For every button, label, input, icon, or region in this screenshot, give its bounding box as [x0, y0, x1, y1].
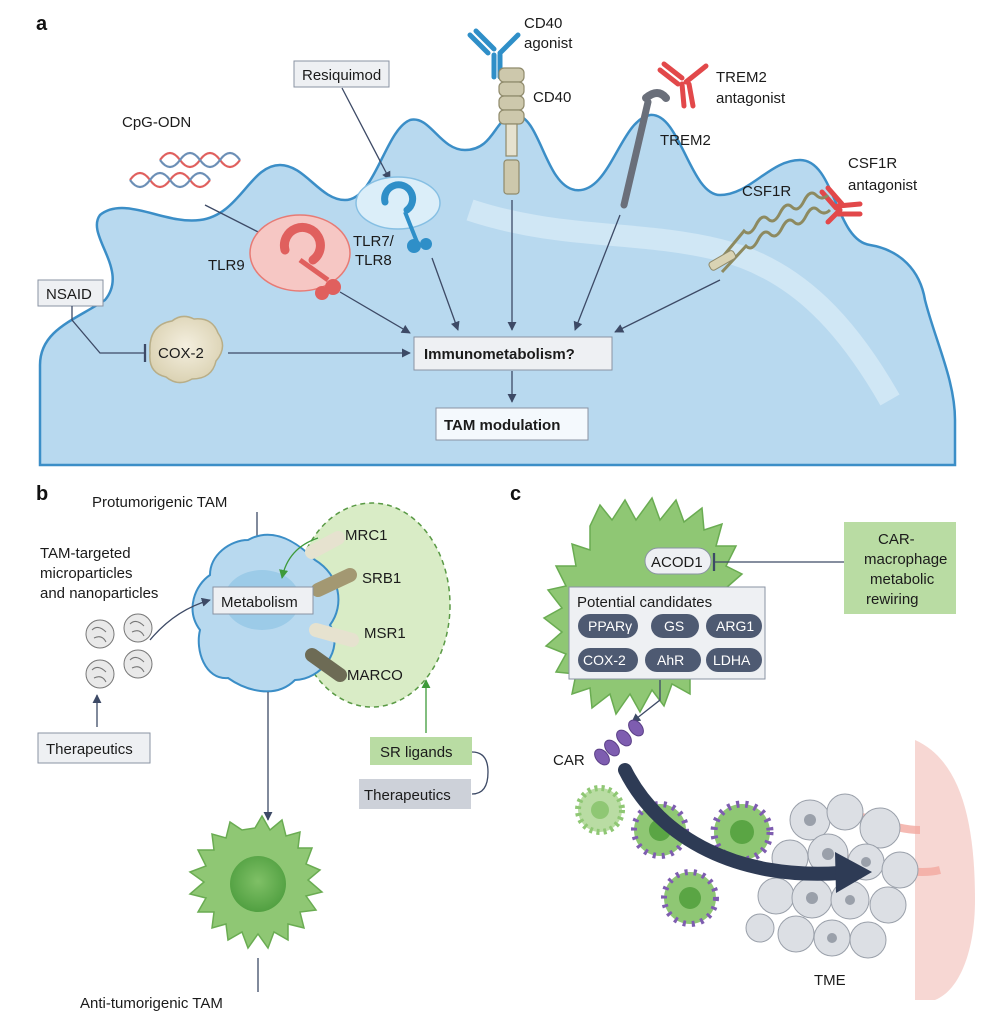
nsaid-box [37, 279, 104, 307]
metabolism-label: Metabolism [221, 594, 298, 611]
cox2-label: COX-2 [158, 345, 204, 362]
therapeutics-left-label: Therapeutics [46, 741, 133, 758]
trem2-label: TREM2 [660, 132, 711, 149]
tlr78-label-2: TLR8 [355, 252, 392, 269]
tumour-nuclei [804, 814, 871, 943]
candidate-pills [578, 614, 762, 672]
blood-vessel [915, 740, 975, 1000]
receptor-msr1: MSR1 [364, 625, 406, 642]
tam-modulation-label: TAM modulation [444, 417, 560, 434]
antitumorigenic-tam-nucleus [230, 856, 286, 912]
candidate-cox2: COX-2 [583, 652, 626, 668]
car-macrophage-small-3 [710, 800, 774, 864]
csf1r-label: CSF1R [742, 183, 791, 200]
trem2-antagonist-antibody-icon [657, 61, 709, 109]
tlr9-endosome [249, 214, 351, 300]
csf1r-antagonist-label-1: CSF1R [848, 155, 897, 172]
antitumorigenic-label: Anti-tumorigenic TAM [80, 995, 223, 1012]
candidate-arg1: ARG1 [716, 618, 754, 634]
candidate-ldha: LDHA [713, 652, 751, 668]
immunometabolism-box [413, 336, 613, 371]
therapeutics-right-box [359, 779, 471, 809]
car-rewiring-label-1: CAR- [878, 531, 915, 548]
tme-label: TME [814, 972, 846, 989]
cpg-odn-dna-icon [129, 151, 241, 189]
migration-arrow [618, 763, 847, 881]
tlr78-endosome [355, 176, 441, 253]
car-rewiring-label-3: metabolic [870, 571, 935, 588]
receptor-srb1: SRB1 [362, 570, 401, 587]
acod1-pill [644, 547, 712, 575]
receptor-mrc1: MRC1 [345, 527, 388, 544]
migration-arrowhead [835, 852, 872, 893]
car-receptor-icon [594, 719, 644, 766]
csf1r-antagonist-label-2: antagonist [848, 177, 918, 194]
therapeutics-left-box [37, 732, 151, 764]
immunometabolism-label: Immunometabolism? [424, 346, 575, 363]
particles-label-1: TAM-targeted [40, 545, 131, 562]
cpg-odn-label: CpG-ODN [122, 114, 191, 131]
nsaid-inhibition-line [71, 306, 147, 363]
trem2-antagonist-label-2: antagonist [716, 90, 786, 107]
protumorigenic-label: Protumorigenic TAM [92, 494, 227, 511]
tlr9-label: TLR9 [208, 257, 245, 274]
particles-label-3: and nanoparticles [40, 585, 158, 602]
sr-ligands-label: SR ligands [380, 744, 453, 761]
particles-label-2: microparticles [40, 565, 133, 582]
cd40-label: CD40 [533, 89, 571, 106]
cd40-receptor [498, 67, 525, 195]
panel-label-a: a [36, 13, 48, 35]
car-rewiring-label-4: rewiring [866, 591, 919, 608]
trem2-receptor [620, 89, 670, 209]
candidate-ahr: AhR [657, 652, 684, 668]
tam-modulation-box [435, 407, 589, 441]
resiquimod-box [293, 60, 390, 88]
car-macrophage-small-1 [575, 785, 625, 835]
therapeutics-right-label: Therapeutics [364, 787, 451, 804]
acod1-label: ACOD1 [651, 554, 703, 571]
metabolism-box [212, 586, 314, 615]
cox2-enzyme [149, 315, 224, 384]
candidates-title: Potential candidates [577, 594, 712, 611]
membrane-fold [466, 199, 900, 406]
car-rewiring-box [844, 522, 956, 614]
trem2-antagonist-label-1: TREM2 [716, 69, 767, 86]
candidate-gs: GS [664, 618, 684, 634]
panel-label-c: c [510, 483, 521, 505]
resiquimod-label: Resiquimod [302, 67, 381, 84]
cd40-agonist-label-1: CD40 [524, 15, 562, 32]
nsaid-label: NSAID [46, 286, 92, 303]
cd40-agonist-label-2: agonist [524, 35, 573, 52]
tlr78-label-1: TLR7/ [353, 233, 395, 250]
car-label: CAR [553, 752, 585, 769]
scavenger-receptors [305, 531, 359, 682]
csf1r-antagonist-antibody-icon [819, 185, 863, 225]
receptor-marco: MARCO [347, 667, 403, 684]
therapeutics-bracket [471, 751, 489, 795]
sr-ligands-box [370, 737, 472, 765]
panel-label-b: b [36, 483, 48, 505]
candidate-pparg: PPARγ [588, 618, 632, 634]
mrc1-metabolism-arrow [279, 537, 319, 579]
nanoparticles-icon [85, 613, 153, 689]
car-rewiring-label-2: macrophage [864, 551, 947, 568]
csf1r-receptor [708, 191, 832, 274]
car-macrophage-small-4 [661, 869, 719, 927]
